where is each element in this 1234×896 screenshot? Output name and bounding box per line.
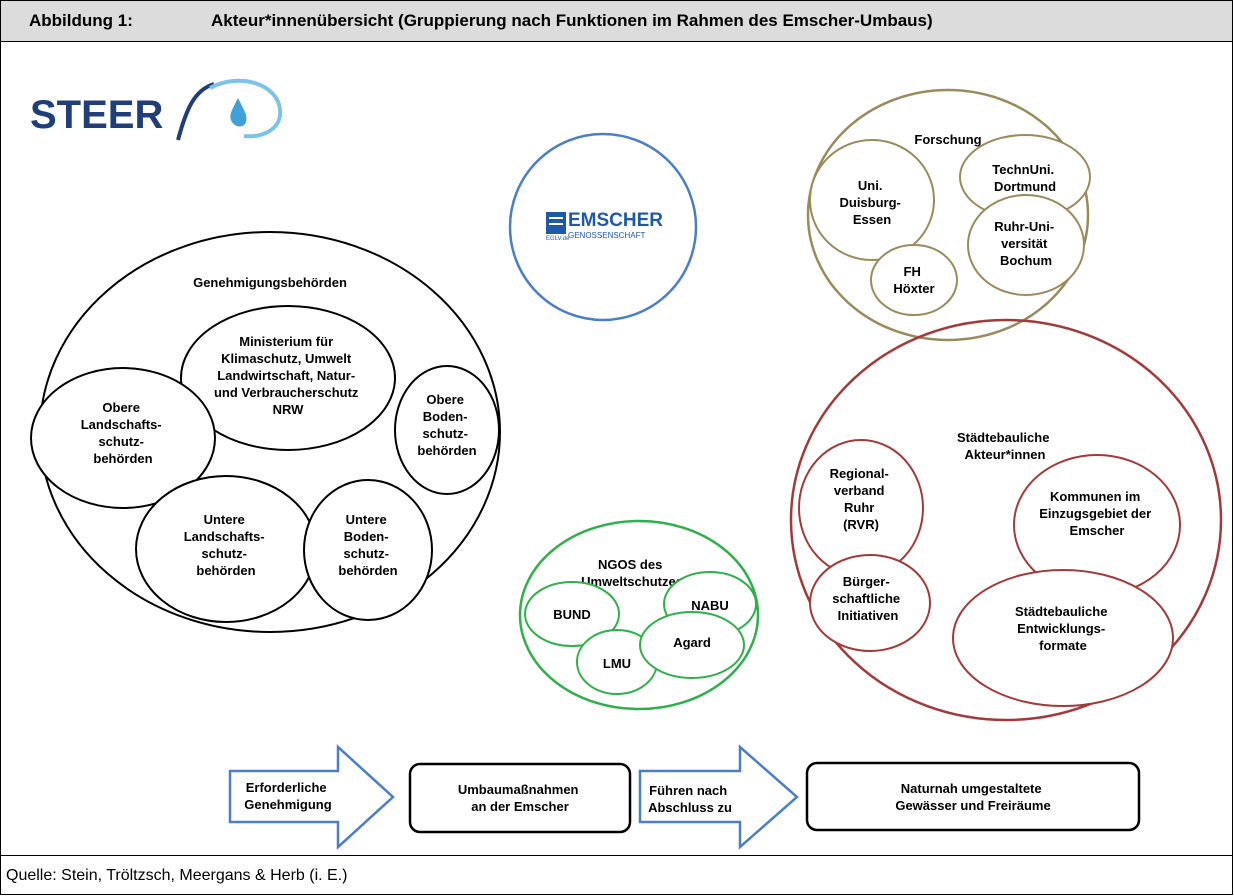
emscher-genossenschaft: EMSCHER GENOSSENSCHAFT EGLV.de bbox=[508, 132, 698, 322]
staedtebau-title: Städtebauliche Akteur*innen bbox=[957, 430, 1053, 462]
uni-duisburg-label: Uni. Duisburg- Essen bbox=[839, 178, 904, 227]
obere-landschaft-label: Obere Landschafts- schutz- behörden bbox=[81, 400, 166, 466]
genehmigung-group: Genehmigungsbehörden Ministerium für Kli… bbox=[30, 231, 501, 633]
agard-label: Agard bbox=[673, 635, 711, 650]
water-drop-icon bbox=[230, 98, 247, 127]
agard-circle bbox=[639, 611, 745, 679]
staedtebau-group: Städtebauliche Akteur*innen Regional- ve… bbox=[789, 318, 1223, 722]
fh-hoexter-label: FH Höxter bbox=[893, 264, 934, 296]
emscher-sub: GENOSSENSCHAFT bbox=[568, 231, 645, 240]
arrow-abschluss bbox=[638, 744, 799, 850]
box-naturnah bbox=[805, 761, 1141, 832]
bund-circle bbox=[524, 581, 620, 647]
arrow-abschluss-label: Führen nach Abschluss zu bbox=[648, 783, 732, 815]
arrow-genehmigung-label: Erforderliche Genehmigung bbox=[244, 780, 331, 812]
rvr-label: Regional- verband Ruhr (RVR) bbox=[830, 466, 893, 532]
box-umbaumassnahmen bbox=[408, 762, 632, 834]
forschung-circle bbox=[806, 88, 1090, 342]
lmu-label: LMU bbox=[603, 656, 631, 671]
emscher-circle bbox=[508, 132, 698, 322]
actor-diagram: STEER EMSCHER GENOSSENSCHAFT EGLV.de For… bbox=[30, 78, 1223, 850]
box-naturnah-label: Naturnah umgestaltete Gewässer und Freir… bbox=[895, 781, 1050, 813]
process-flow: Erforderliche Genehmigung Umbaumaßnahmen… bbox=[228, 744, 1141, 850]
ministerium-circle bbox=[180, 305, 396, 451]
figure-header: Abbildung 1: Akteur*innenübersicht (Grup… bbox=[0, 0, 1233, 42]
ruhr-uni-label: Ruhr-Uni- versität Bochum bbox=[994, 219, 1058, 268]
untere-boden-circle bbox=[303, 479, 433, 621]
untere-landschaft-label: Untere Landschafts- schutz- behörden bbox=[184, 512, 269, 578]
bund-label: BUND bbox=[553, 607, 591, 622]
nabu-label: NABU bbox=[691, 598, 729, 613]
forschung-title: Forschung bbox=[914, 132, 981, 147]
formate-circle bbox=[952, 569, 1174, 707]
fh-hoexter-circle bbox=[870, 244, 958, 316]
formate-label: Städtebauliche Entwicklungs- formate bbox=[1015, 604, 1111, 653]
buerger-circle bbox=[809, 554, 931, 652]
uni-duisburg-circle bbox=[809, 139, 935, 261]
genehmigung-title: Genehmigungsbehörden bbox=[193, 275, 347, 290]
untere-boden-label: Untere Boden- schutz- behörden bbox=[338, 512, 397, 578]
figure-title: Akteur*innenübersicht (Gruppierung nach … bbox=[211, 11, 933, 30]
forschung-group: Forschung TechnUni. Dortmund Uni. Duisbu… bbox=[806, 88, 1091, 342]
steer-logo-swoosh bbox=[176, 82, 215, 141]
emscher-badge: EGLV.de bbox=[546, 236, 570, 242]
kommunen-label: Kommunen im Einzugsgebiet der Emscher bbox=[1039, 489, 1155, 538]
obere-boden-circle bbox=[394, 365, 500, 495]
box-umbaumassnahmen-label: Umbaumaßnahmen an der Emscher bbox=[458, 782, 582, 814]
steer-logo-text: STEER bbox=[30, 93, 163, 137]
obere-boden-label: Obere Boden- schutz- behörden bbox=[417, 392, 476, 458]
figure-footer: Quelle: Stein, Tröltzsch, Meergans & Her… bbox=[0, 855, 1233, 895]
obere-landschaft-circle bbox=[30, 367, 216, 509]
source-note: Quelle: Stein, Tröltzsch, Meergans & Her… bbox=[6, 867, 348, 884]
tu-dortmund-label: TechnUni. Dortmund bbox=[992, 162, 1058, 194]
ngos-circle bbox=[518, 519, 760, 711]
steer-logo-arc bbox=[209, 78, 283, 139]
emscher-name: EMSCHER bbox=[568, 210, 663, 231]
staedtebau-circle bbox=[789, 318, 1223, 722]
ngos-group: NGOS des Umweltschutzes BUND NABU LMU Ag… bbox=[518, 519, 760, 711]
ruhr-uni-circle bbox=[967, 194, 1085, 296]
buerger-label: Bürger- schaftliche Initiativen bbox=[832, 574, 904, 623]
ministerium-label: Ministerium für Klimaschutz, Umwelt Land… bbox=[214, 334, 362, 417]
figure-label: Abbildung 1: bbox=[29, 11, 133, 30]
ngos-title: NGOS des Umweltschutzes bbox=[581, 557, 683, 589]
steer-logo: STEER bbox=[30, 78, 283, 141]
arrow-genehmigung bbox=[228, 744, 395, 850]
